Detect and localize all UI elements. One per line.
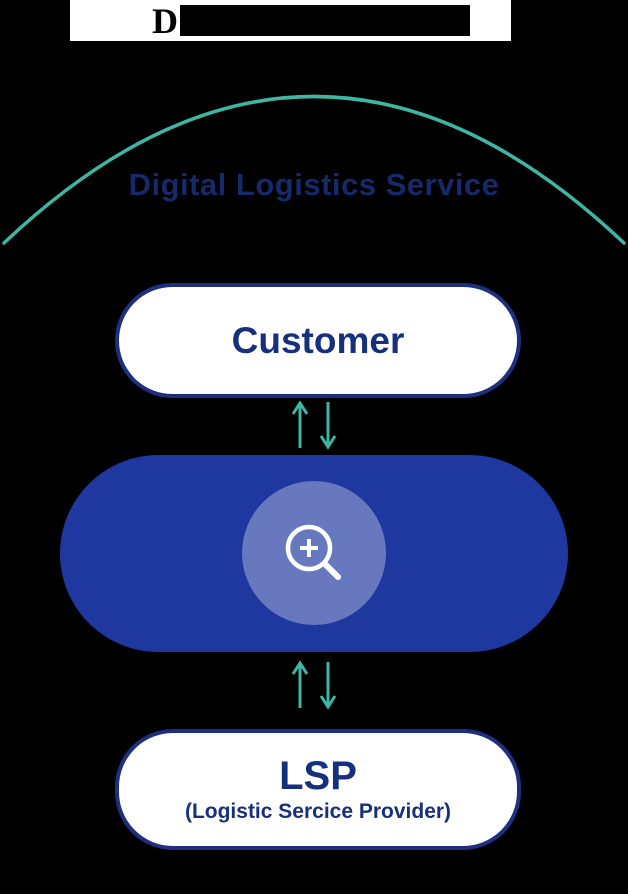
header-title-bar: D [70,0,511,41]
header-redacted-text [180,5,470,36]
header-title-letter: D [152,0,178,41]
coverage-arc [2,94,626,245]
exchange-arrows-bottom [291,660,337,710]
platform-icon-circle [242,481,386,625]
service-title: Digital Logistics Service [128,167,500,202]
zoom-in-icon [285,524,341,580]
lsp-sublabel: (Logistic Sercice Provider) [184,800,452,823]
lsp-label: LSP [279,754,357,798]
exchange-arrows-top [291,400,337,450]
customer-label: Customer [231,319,405,361]
customer-node: Customer [115,283,521,398]
lsp-node: LSP (Logistic Sercice Provider) [115,729,521,850]
platform-node [60,455,568,652]
